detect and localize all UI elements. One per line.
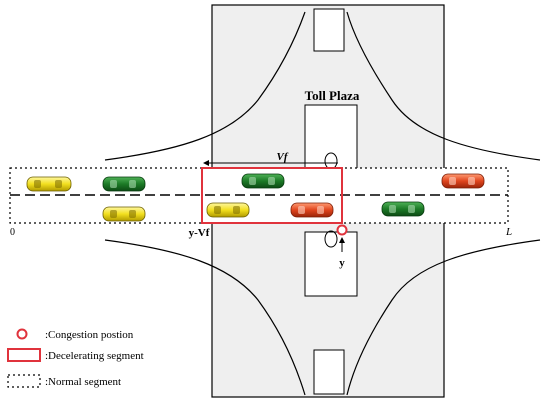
legend-congestion-label: :Congestion postion — [45, 329, 134, 341]
legend-normal-icon — [7, 374, 41, 388]
origin-label: 0 — [10, 227, 15, 238]
y-label: y — [339, 257, 345, 269]
toll-booth-upper — [304, 104, 358, 170]
plaza-label: Toll Plaza — [305, 88, 360, 103]
car-yellow-3 — [206, 202, 250, 218]
car-green-3 — [381, 201, 425, 217]
legend-normal-label: :Normal segment — [45, 376, 121, 388]
decelerating-segment — [201, 167, 343, 224]
legend-congestion-icon — [16, 328, 28, 340]
y-minus-vf-label: y-Vf — [189, 227, 210, 239]
attendant-lower — [324, 230, 338, 248]
road-edge-curves — [104, 11, 541, 396]
legend-decelerating-label: :Decelerating segment — [45, 350, 144, 362]
congestion-position-marker — [336, 224, 348, 236]
car-green-1 — [102, 176, 146, 192]
toll-booth-lower — [304, 231, 358, 297]
vf-label: Vf — [277, 151, 289, 163]
car-yellow-1 — [26, 176, 72, 192]
legend-decelerating-icon — [7, 348, 41, 362]
car-green-2 — [241, 173, 285, 189]
car-yellow-2 — [102, 206, 146, 222]
toll-booth-bottom — [313, 349, 345, 395]
length-label: L — [505, 226, 512, 238]
car-red-1 — [441, 173, 485, 189]
toll-booth-top — [313, 8, 345, 52]
car-red-2 — [290, 202, 334, 218]
